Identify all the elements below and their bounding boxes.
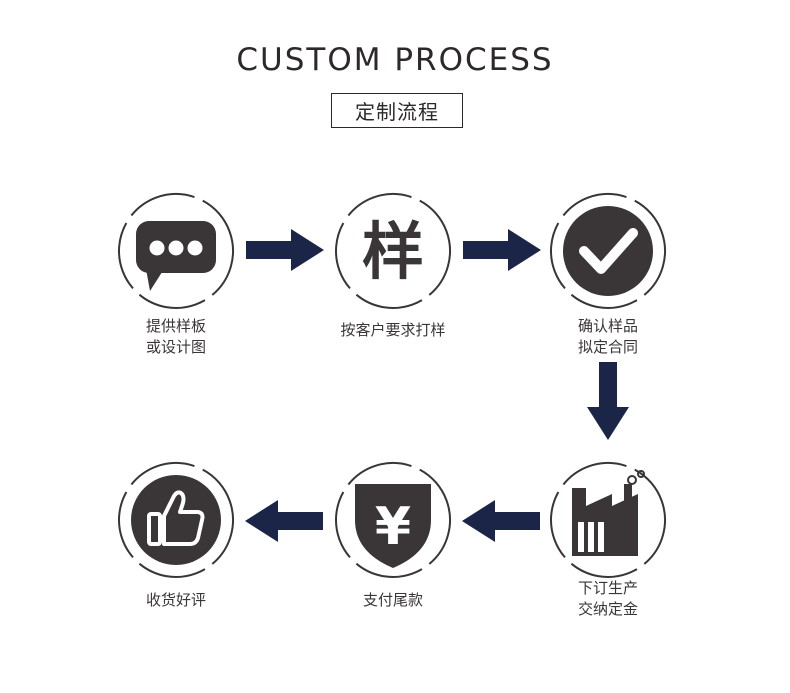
step-provide-sample [116,191,236,311]
step-receive-review-label: 收货好评 [145,591,206,609]
step-confirm-sample [548,191,668,311]
step-make-sample-label: 按客户要求打样 [340,321,446,339]
step-provide-sample-label: 提供样板 或设计图 [145,317,206,356]
factory-icon [550,462,666,578]
page-subtitle: 定制流程 [331,93,463,128]
chat-bubble-icon [118,193,234,309]
arrow-right-icon [463,229,541,271]
sample-character-icon: 样 [362,215,424,288]
arrow-right-icon [246,229,324,271]
step-pay-balance: ¥ [333,460,453,580]
step-pay-balance-label: 支付尾款 [362,591,423,609]
step-production-label: 下订生产 交纳定金 [577,579,638,618]
shield-icon [355,484,431,568]
arrow-down-icon [587,362,629,440]
thumbs-up-icon [118,462,234,578]
step-production [548,460,668,580]
page-title: CUSTOM PROCESS [236,42,554,78]
step-make-sample: 样 [333,191,453,311]
checkmark-icon [550,193,666,309]
yen-shield-icon: ¥ [375,497,411,557]
arrow-left-icon [462,500,540,542]
step-receive-review [116,460,236,580]
arrow-left-icon [245,500,323,542]
step-confirm-sample-label: 确认样品 拟定合同 [577,317,638,356]
